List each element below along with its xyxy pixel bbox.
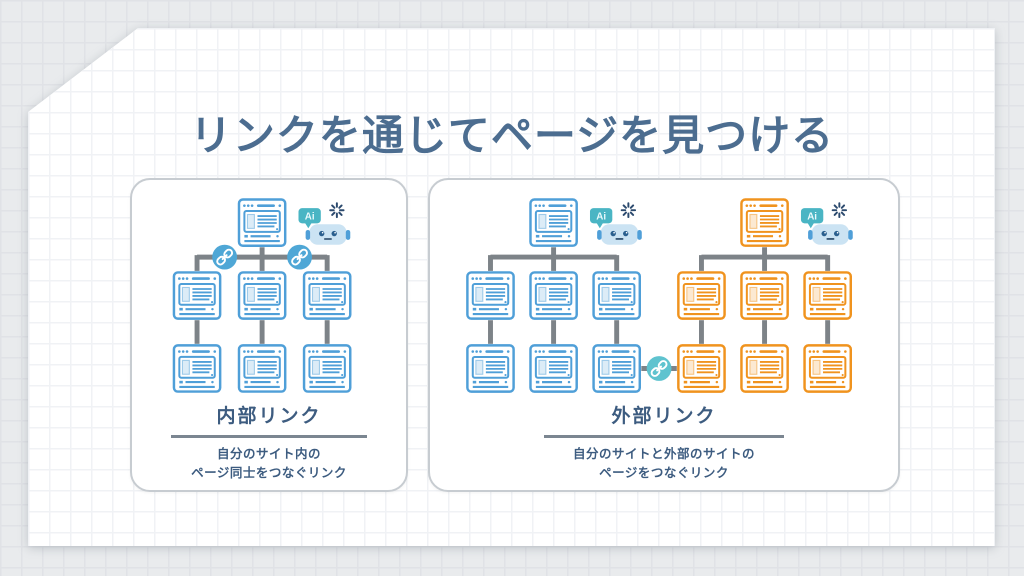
internal-link-diagram [172, 198, 352, 393]
tree-connectors [488, 247, 831, 371]
browser-page-icon [172, 271, 222, 320]
heading-divider [544, 435, 784, 438]
browser-page-icon [172, 344, 222, 393]
browser-page-icon [677, 344, 726, 393]
heading-divider [171, 435, 367, 438]
description-line: ページをつなぐリンク [599, 465, 729, 480]
description-line: 自分のサイトと外部のサイトの [572, 446, 755, 461]
browser-page-icon [740, 271, 789, 320]
ai-robot-icon [297, 202, 352, 246]
card-description: 自分のサイトと外部のサイトの ページをつなぐリンク [573, 445, 755, 484]
browser-page-icon [237, 198, 287, 248]
browser-page-icon [592, 344, 642, 393]
browser-page-icon [592, 271, 642, 320]
browser-page-icon [529, 344, 579, 393]
cards-row: 内部リンク 自分のサイト内の ページ同士をつなぐリンク [130, 178, 900, 492]
browser-page-icon [237, 271, 287, 320]
description-line: ページ同士をつなぐリンク [191, 465, 347, 480]
ai-robot-icon [800, 202, 854, 246]
card-heading: 内部リンク [216, 406, 322, 427]
ai-robot-icon [589, 202, 643, 246]
page-title: リンクを通じてページを見つける [189, 112, 835, 160]
browser-page-icon [529, 271, 579, 320]
browser-page-icon [740, 198, 789, 248]
browser-page-icon [803, 271, 853, 320]
browser-page-icon [529, 198, 579, 248]
description-line: 自分のサイト内の [216, 446, 321, 461]
browser-page-icon [302, 344, 352, 393]
browser-page-icon [302, 271, 352, 320]
browser-page-icon [740, 344, 789, 393]
browser-page-icon [677, 271, 726, 320]
card-heading: 外部リンク [611, 406, 717, 427]
card-external-link: 外部リンク 自分のサイトと外部のサイトの ページをつなぐリンク [428, 178, 900, 492]
browser-page-icon [237, 344, 287, 393]
link-icon [211, 244, 238, 270]
browser-page-icon [466, 271, 515, 320]
link-icon [646, 355, 672, 382]
browser-page-icon [466, 344, 515, 393]
card-internal-link: 内部リンク 自分のサイト内の ページ同士をつなぐリンク [130, 178, 408, 492]
browser-page-icon [803, 344, 853, 393]
card-description: 自分のサイト内の ページ同士をつなぐリンク [191, 445, 347, 484]
link-icon [286, 244, 313, 270]
external-link-diagram [466, 198, 854, 393]
